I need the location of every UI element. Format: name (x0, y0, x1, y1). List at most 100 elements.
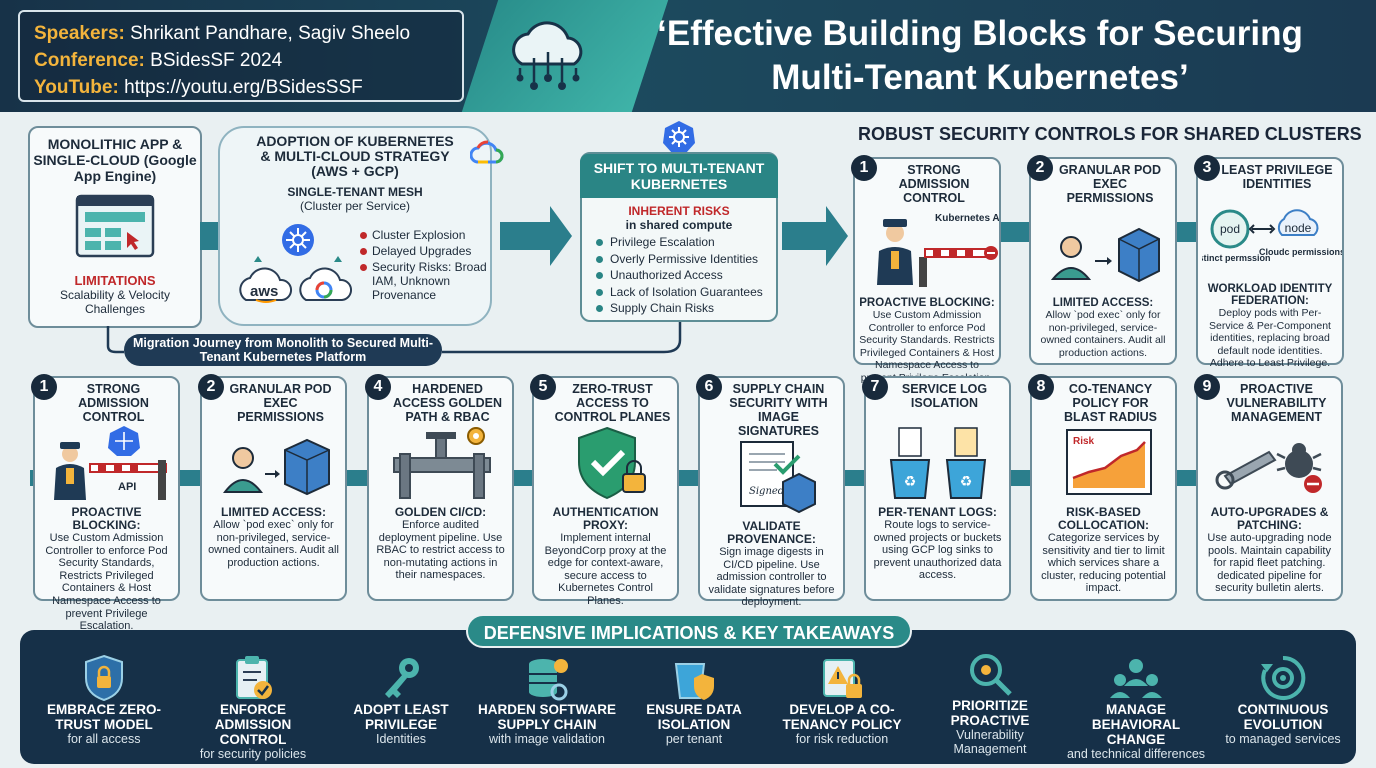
takeaway-supply-chain: HARDEN SOFTWARE SUPPLY CHAIN with image … (477, 650, 617, 746)
control-number-badge: 5 (530, 374, 556, 400)
cycle-gear-icon (1261, 655, 1306, 700)
takeaway-heading: HARDEN SOFTWARE SUPPLY CHAIN (478, 702, 616, 732)
journey-connector (106, 322, 682, 354)
svg-text:♻: ♻ (904, 474, 917, 490)
pod-node-identity-icon: pod node Distinct permssion Cloudc permi… (1189, 209, 1345, 263)
takeaway-detail: for security policies (199, 747, 307, 761)
youtube-link[interactable]: https://youtu.erg/BSidesSSF (124, 77, 363, 98)
control-illustration (1203, 424, 1336, 500)
control-title: GRANULAR POD EXEC PERMISSIONS (229, 382, 332, 424)
control-title: CO-TENANCY POLICY FOR BLAST RADIUS (1063, 382, 1158, 424)
control-card-supply-chain: 6 SUPPLY CHAIN SECURITY WITH IMAGE SIGNA… (696, 374, 845, 608)
main-title: ‘Effective Building Blocks for Securing … (600, 12, 1360, 100)
risk-label: Risk (1073, 436, 1095, 447)
control-card-vulnerability: 9 PROACTIVE VULNERABILITY MANAGEMENT AUT… (1194, 374, 1343, 601)
control-card-admission: 1 STRONG ADMISSION CONTROL API PROACTIVE… (31, 374, 180, 632)
control-subtitle: GOLDEN CI/CD: (394, 505, 487, 519)
limitations-label: LIMITATIONS (74, 273, 156, 288)
control-subtitle: PROACTIVE BLOCKING: (71, 505, 142, 532)
control-body: Route logs to service-owned projects or … (873, 519, 1002, 582)
control-subtitle: PROACTIVE BLOCKING: (859, 297, 995, 309)
controls-connector-strip (30, 470, 1340, 486)
takeaway-detail: per tenant (665, 732, 723, 746)
control-subtitle: LIMITED ACCESS: (1052, 297, 1154, 309)
control-illustration: ♻ ♻ (871, 424, 1004, 500)
warning-lock-icon (823, 659, 862, 698)
adoption-card: ADOPTION OF KUBERNETES & MULTI-CLOUD STR… (218, 126, 504, 326)
takeaway-detail: Vulnerability Management (953, 728, 1027, 756)
takeaway-heading: EMBRACE ZERO-TRUST MODEL (47, 702, 161, 732)
api-label: API (118, 481, 136, 493)
takeaway-detail: for risk reduction (795, 732, 889, 746)
journey-caption: Migration Journey from Monolith to Secur… (124, 334, 442, 366)
takeaway-least-privilege: ADOPT LEAST PRIVILEGE Identities (331, 650, 471, 746)
adoption-issue-item: Delayed Upgrades (360, 244, 490, 258)
control-number-badge: 1 (31, 374, 57, 400)
shield-lock-icon (85, 654, 123, 702)
kubernetes-icon (663, 121, 695, 153)
inherent-risks-sub: in shared compute (625, 218, 733, 232)
shift-title: SHIFT TO MULTI-TENANT KUBERNETES (580, 154, 778, 198)
monolith-title: MONOLITHIC APP & SINGLE-CLOUD (Google Ap… (33, 136, 197, 184)
takeaway-heading: ENFORCE ADMISSION CONTROL (214, 702, 292, 747)
adoption-subtitle: SINGLE-TENANT MESH (287, 185, 423, 199)
bucket-shield-icon (674, 663, 714, 700)
shift-card: SHIFT TO MULTI-TENANT KUBERNETES INHEREN… (580, 152, 778, 322)
control-illustration (374, 424, 507, 500)
takeaway-admission: ENFORCE ADMISSION CONTROL for security p… (183, 650, 323, 761)
takeaway-behavioral-change: MANAGE BEHAVIORAL CHANGE and technical d… (1066, 650, 1206, 761)
control-connector (1172, 222, 1202, 242)
control-subtitle: LIMITED ACCESS: (221, 505, 326, 519)
flow-arrow-3 (782, 206, 848, 266)
control-connector (1000, 222, 1034, 242)
aws-logo-text: aws (250, 283, 278, 300)
control-card-zero-trust: 5 ZERO-TRUST ACCESS TO CONTROL PLANES AU… (530, 374, 679, 607)
control-illustration (207, 424, 340, 500)
cloud-permission-label: Cloudc permissions (1259, 247, 1342, 257)
control-card-log-isolation: 7 SERVICE LOG ISOLATION ♻ ♻ PER-TENANT L… (862, 374, 1011, 601)
control-title: HARDENED ACCESS GOLDEN PATH & RBAC (392, 382, 503, 424)
control-number-badge: 1 (851, 155, 877, 181)
control-subtitle: RISK-BASED COLLOCATION: (1057, 505, 1150, 532)
takeaway-detail: for all access (67, 732, 141, 746)
limitations-text: Scalability & Velocity Challenges (59, 288, 171, 316)
control-card-co-tenancy: 8 CO-TENANCY POLICY FOR BLAST RADIUS Ris… (1028, 374, 1177, 601)
speakers-line: Speakers: Shrikant Pandhare, Sagiv Sheel… (34, 20, 448, 47)
takeaway-data-isolation: ENSURE DATA ISOLATION per tenant (624, 650, 764, 746)
inherent-risks-label: INHERENT RISKS (628, 204, 730, 218)
risk-item: Privilege Escalation (596, 234, 776, 251)
pod-label: pod (1220, 222, 1240, 236)
control-body: Use Custom Admission Controller to enfor… (859, 309, 995, 384)
robust-control-least-privilege: 3 LEAST PRIVILEGE IDENTITIES pod node Di… (1189, 155, 1345, 369)
control-body: Sign image digests in CI/CD pipeline. Us… (708, 546, 835, 609)
user-container-icon (1050, 227, 1160, 283)
control-illustration: pod node Distinct permssion Cloudc permi… (1189, 191, 1345, 279)
log-buckets-icon: ♻ ♻ (889, 427, 987, 499)
youtube-label: YouTube: (34, 77, 119, 98)
control-illustration: Kubernetes API (859, 205, 1009, 293)
control-title: GRANULAR POD EXEC PERMISSIONS (1058, 163, 1162, 205)
kubernetes-api-label: Kubernetes API (935, 213, 999, 224)
control-subtitle: VALIDATE PROVENANCE: (727, 519, 816, 546)
control-body: Enforce audited deployment pipeline. Use… (376, 519, 505, 582)
distinct-permission-label: Distinct permssion (1202, 253, 1271, 263)
control-illustration: Signed (705, 438, 838, 514)
youtube-line: YouTube: https://youtu.erg/BSidesSSF (34, 74, 448, 101)
robust-control-pod-exec: 2 GRANULAR POD EXEC PERMISSIONS LIMITED … (1027, 155, 1177, 365)
control-subtitle: AUTHENTICATION PROXY: (552, 505, 659, 532)
control-illustration (539, 424, 672, 500)
user-container-icon (222, 438, 330, 496)
risk-item: Overly Permissive Identities (596, 251, 776, 268)
takeaway-heading: CONTINUOUS EVOLUTION (1237, 702, 1329, 732)
clipboard-check-icon (236, 656, 272, 699)
control-subtitle: PER-TENANT LOGS: (878, 505, 997, 519)
shield-check-lock-icon (578, 426, 646, 500)
flow-arrow-2 (500, 206, 572, 266)
takeaway-detail: to managed services (1225, 732, 1341, 746)
header-banner: Speakers: Shrikant Pandhare, Sagiv Sheel… (0, 0, 1376, 112)
control-number-badge: 6 (696, 374, 722, 400)
control-illustration: API (40, 424, 173, 500)
signed-document-icon: Signed (740, 441, 816, 514)
key-icon (385, 658, 419, 698)
adoption-issues-list: Cluster Explosion Delayed Upgrades Secur… (360, 228, 490, 304)
